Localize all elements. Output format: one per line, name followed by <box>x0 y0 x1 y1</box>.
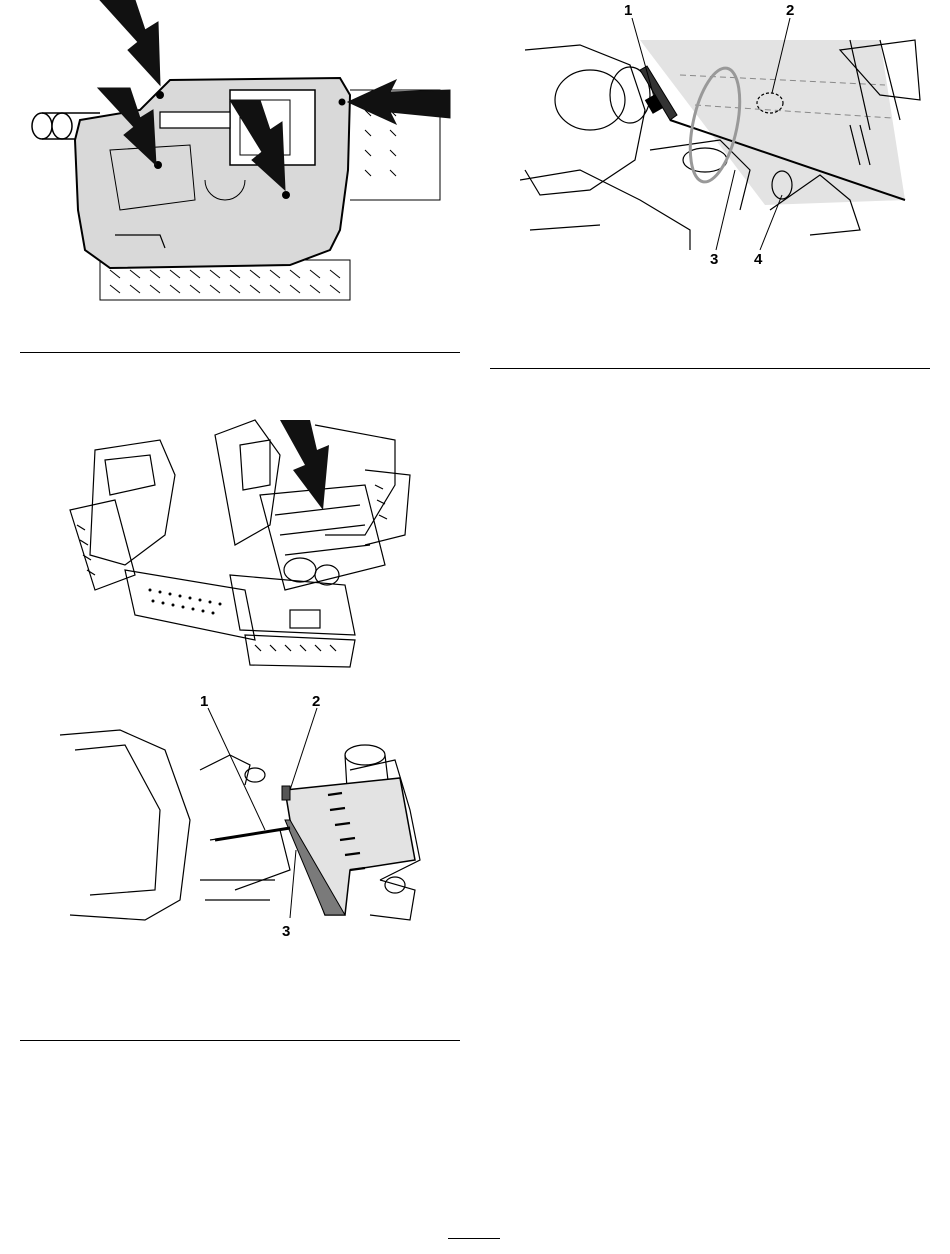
figure-heat-shield: 1 2 3 <box>50 690 435 940</box>
page-footer-rule <box>448 1238 500 1239</box>
bolt-top <box>156 91 164 99</box>
callout-3: 3 <box>710 251 718 268</box>
section-divider-right-1 <box>490 368 930 369</box>
section-divider-left-1 <box>20 352 460 353</box>
bolt-right <box>282 191 290 199</box>
bolt-side <box>339 99 346 106</box>
callout-4: 4 <box>754 251 763 268</box>
arrow-side-icon <box>348 80 450 124</box>
section-divider-left-2 <box>20 1040 460 1041</box>
callout-2: 2 <box>312 693 320 710</box>
callout-2: 2 <box>786 2 794 19</box>
callout-1: 1 <box>624 2 632 19</box>
callout-1: 1 <box>200 693 208 710</box>
figure-engine-overview <box>65 415 420 670</box>
support-bar <box>215 828 290 840</box>
figure-cover-bolts <box>20 0 460 320</box>
clip <box>282 786 290 800</box>
step-plate-dots <box>149 589 222 615</box>
figure-cable-tie: 1 2 3 4 <box>520 0 940 275</box>
arrow-top-icon <box>100 0 160 85</box>
callout-3: 3 <box>282 923 290 940</box>
arrow-down-icon <box>280 420 329 510</box>
